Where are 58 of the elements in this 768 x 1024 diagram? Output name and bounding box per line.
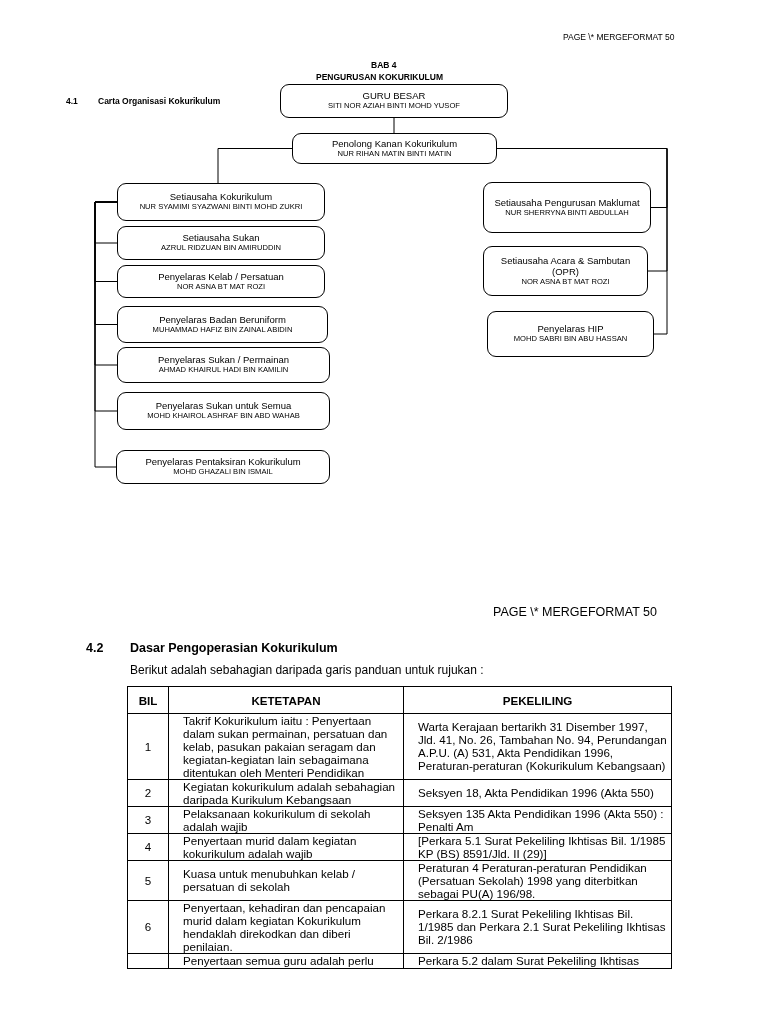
table-cell: Pelaksanaan kokurikulum di sekolah adalah wajib	[168, 806, 404, 834]
role-box	[117, 347, 330, 383]
role-box	[117, 265, 325, 298]
role-box	[117, 392, 330, 430]
table-cell: KETETAPAN	[168, 686, 404, 714]
table-cell: Penyertaan murid dalam kegiatan kokurikulum adalah wajib	[168, 833, 404, 861]
role-title: Penyelaras HIP	[537, 324, 604, 336]
role-title: GURU BESAR	[362, 91, 426, 103]
role-title: Penyelaras Pentaksiran Kokurikulum	[145, 457, 301, 469]
role-box	[483, 182, 651, 233]
table-cell: 6	[127, 900, 169, 954]
role-title: Setiausaha Pengurusan Maklumat	[494, 197, 640, 209]
intro-text: Berikut adalah sebahagian daripada garis panduan untuk rujukan :	[130, 663, 484, 677]
role-title: Penyelaras Sukan untuk Semua	[155, 401, 292, 413]
page-header: PAGE \* MERGEFORMAT 50	[563, 32, 675, 42]
table-cell: Perkara 5.2 dalam Surat Pekeliling Ikhtisas	[403, 953, 672, 969]
role-box	[483, 246, 648, 296]
role-box	[487, 311, 654, 357]
section-number: 4.2	[86, 641, 104, 655]
table-cell: Kegiatan kokurikulum adalah sebahagian daripada Kurikulum Kebangsaan	[168, 779, 404, 807]
connector-line	[217, 148, 293, 184]
table-cell: BIL	[127, 686, 169, 714]
role-box	[117, 183, 325, 221]
section-title: Carta Organisasi Kokurikulum	[98, 96, 221, 106]
table-cell: Kuasa untuk menubuhkan kelab / persatuan di sekolah	[168, 860, 404, 901]
section-title: Dasar Pengoperasian Kokurikulum	[130, 641, 338, 655]
role-box	[280, 84, 508, 118]
table-cell: 4	[127, 833, 169, 861]
role-title: Penyelaras Kelab / Persatuan	[158, 271, 284, 283]
table-cell: 3	[127, 806, 169, 834]
role-box	[292, 133, 497, 164]
role-title: Penolong Kanan Kokurikulum	[331, 138, 458, 150]
table-cell: Warta Kerajaan bertarikh 31 Disember 1997, Jld. 41, No. 26, Tambahan No. 94, Perundangan A.P.U. (A) 531, Akta Pendidikan 1996, Peraturan-peraturan (Kokurikulum Kebangsaan)	[403, 713, 672, 780]
role-title: Setiausaha Kokurikulum	[169, 192, 273, 204]
table-cell: Peraturan 4 Peraturan-peraturan Pendidikan (Persatuan Sekolah) 1998 yang diterbitkan sebagai PU(A) 196/98.	[403, 860, 672, 901]
connector-line	[94, 201, 118, 468]
table-cell: [Perkara 5.1 Surat Pekeliling Ikhtisas Bil. 1/1985 KP (BS) 8591/Jld. II (29)]	[403, 833, 672, 861]
table-cell: PEKELILING	[403, 686, 672, 714]
table-cell: 2	[127, 779, 169, 807]
section-number: 4.1	[66, 96, 78, 106]
role-box	[117, 226, 325, 260]
table-cell: Penyertaan semua guru adalah perlu	[168, 953, 404, 969]
table-cell: Perkara 8.2.1 Surat Pekeliling Ikhtisas Bil. 1/1985 dan Perkara 2.1 Surat Pekeliling Ikhtisas Bil. 2/1986	[403, 900, 672, 954]
role-title: Penyelaras Badan Beruniform	[159, 314, 286, 326]
role-title: Setiausaha Acara & Sambutan (OPR)	[499, 255, 632, 278]
table-cell: 5	[127, 860, 169, 901]
table-cell: 1	[127, 713, 169, 780]
table-cell: Seksyen 135 Akta Pendidikan 1996 (Akta 550) : Penalti Am	[403, 806, 672, 834]
table-cell: Seksyen 18, Akta Pendidikan 1996 (Akta 550)	[403, 779, 672, 807]
role-title: Setiausaha Sukan	[182, 233, 260, 245]
table-cell: Takrif Kokurikulum iaitu : Penyertaan dalam sukan permainan, persatuan dan kelab, pasukan pakaian seragam dan kegiatan-kegiatan lain sebagaimana ditentukan oleh Menteri Pendidikan	[168, 713, 404, 780]
chapter-heading: BAB 4	[371, 60, 397, 70]
role-box	[116, 450, 330, 484]
role-box	[117, 306, 328, 343]
connector-line	[393, 117, 395, 134]
role-title: Penyelaras Sukan / Permainan	[158, 355, 289, 367]
page-header: PAGE \* MERGEFORMAT 50	[493, 605, 657, 619]
table-cell: Penyertaan, kehadiran dan pencapaian murid dalam kegiatan Kokurikulum hendaklah direkodkan dan diberi penilaian.	[168, 900, 404, 954]
